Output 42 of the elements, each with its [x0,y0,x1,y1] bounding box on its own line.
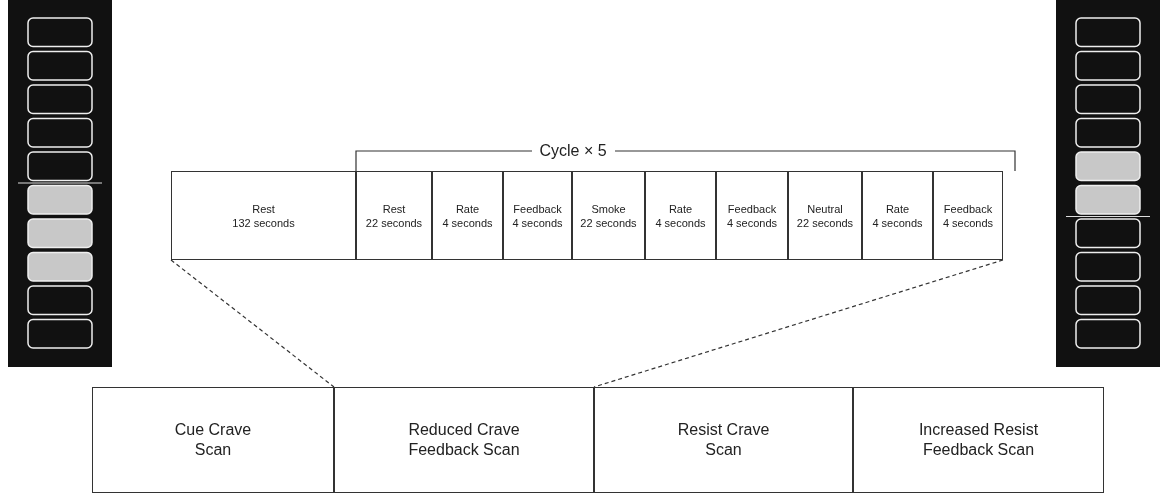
segment-text: 4 seconds [512,215,563,230]
segment-text: 4 seconds [942,215,994,230]
timeline-segment [716,171,788,260]
scan-box [334,387,594,493]
segment-text: 132 seconds [232,215,295,230]
segment-text: Rate [668,201,693,216]
feedback-meter-drawing [8,0,112,367]
segment-text: 4 seconds [726,215,778,230]
scan-name: Reduced Crave Feedback Scan [407,420,521,460]
timeline-segment [171,171,356,260]
segment-text: Rest [252,201,275,216]
timeline-segment [788,171,862,260]
timeline-segment [862,171,933,260]
segment-text: 22 seconds [796,215,854,230]
timeline-segment [432,171,503,260]
segment-text: 22 seconds [580,215,637,230]
cycle-label: Cycle × 5 [531,142,615,160]
segment-text: Feedback [513,201,562,216]
timeline-segment [503,171,572,260]
timeline-segment [572,171,645,260]
timeline-segment [356,171,432,260]
timeline-segment [933,171,1003,260]
segment-text: 4 seconds [872,215,923,230]
zoom-line [170,259,335,388]
segment-text: Feedback [727,201,777,216]
scan-name: Increased Resist Feedback Scan [917,420,1040,460]
segment-text: Rate [455,201,480,216]
segment-text: Rest [382,201,406,216]
segment-text: Smoke [591,201,626,216]
segment-text: 22 seconds [365,215,423,230]
segment-text: Rate [885,201,910,216]
scan-name: Cue Crave Scan [173,420,253,460]
segment-text: Neutral [807,201,843,216]
scan-name: Resist Crave Scan [676,420,771,460]
scan-box [853,387,1104,493]
segment-text: Feedback [943,201,993,216]
scan-box [594,387,853,493]
scan-box [92,387,334,493]
feedback-meter-drawing [1056,0,1160,367]
timeline-segment [645,171,716,260]
segment-text: 4 seconds [655,215,706,230]
segment-text: 4 seconds [442,215,493,230]
